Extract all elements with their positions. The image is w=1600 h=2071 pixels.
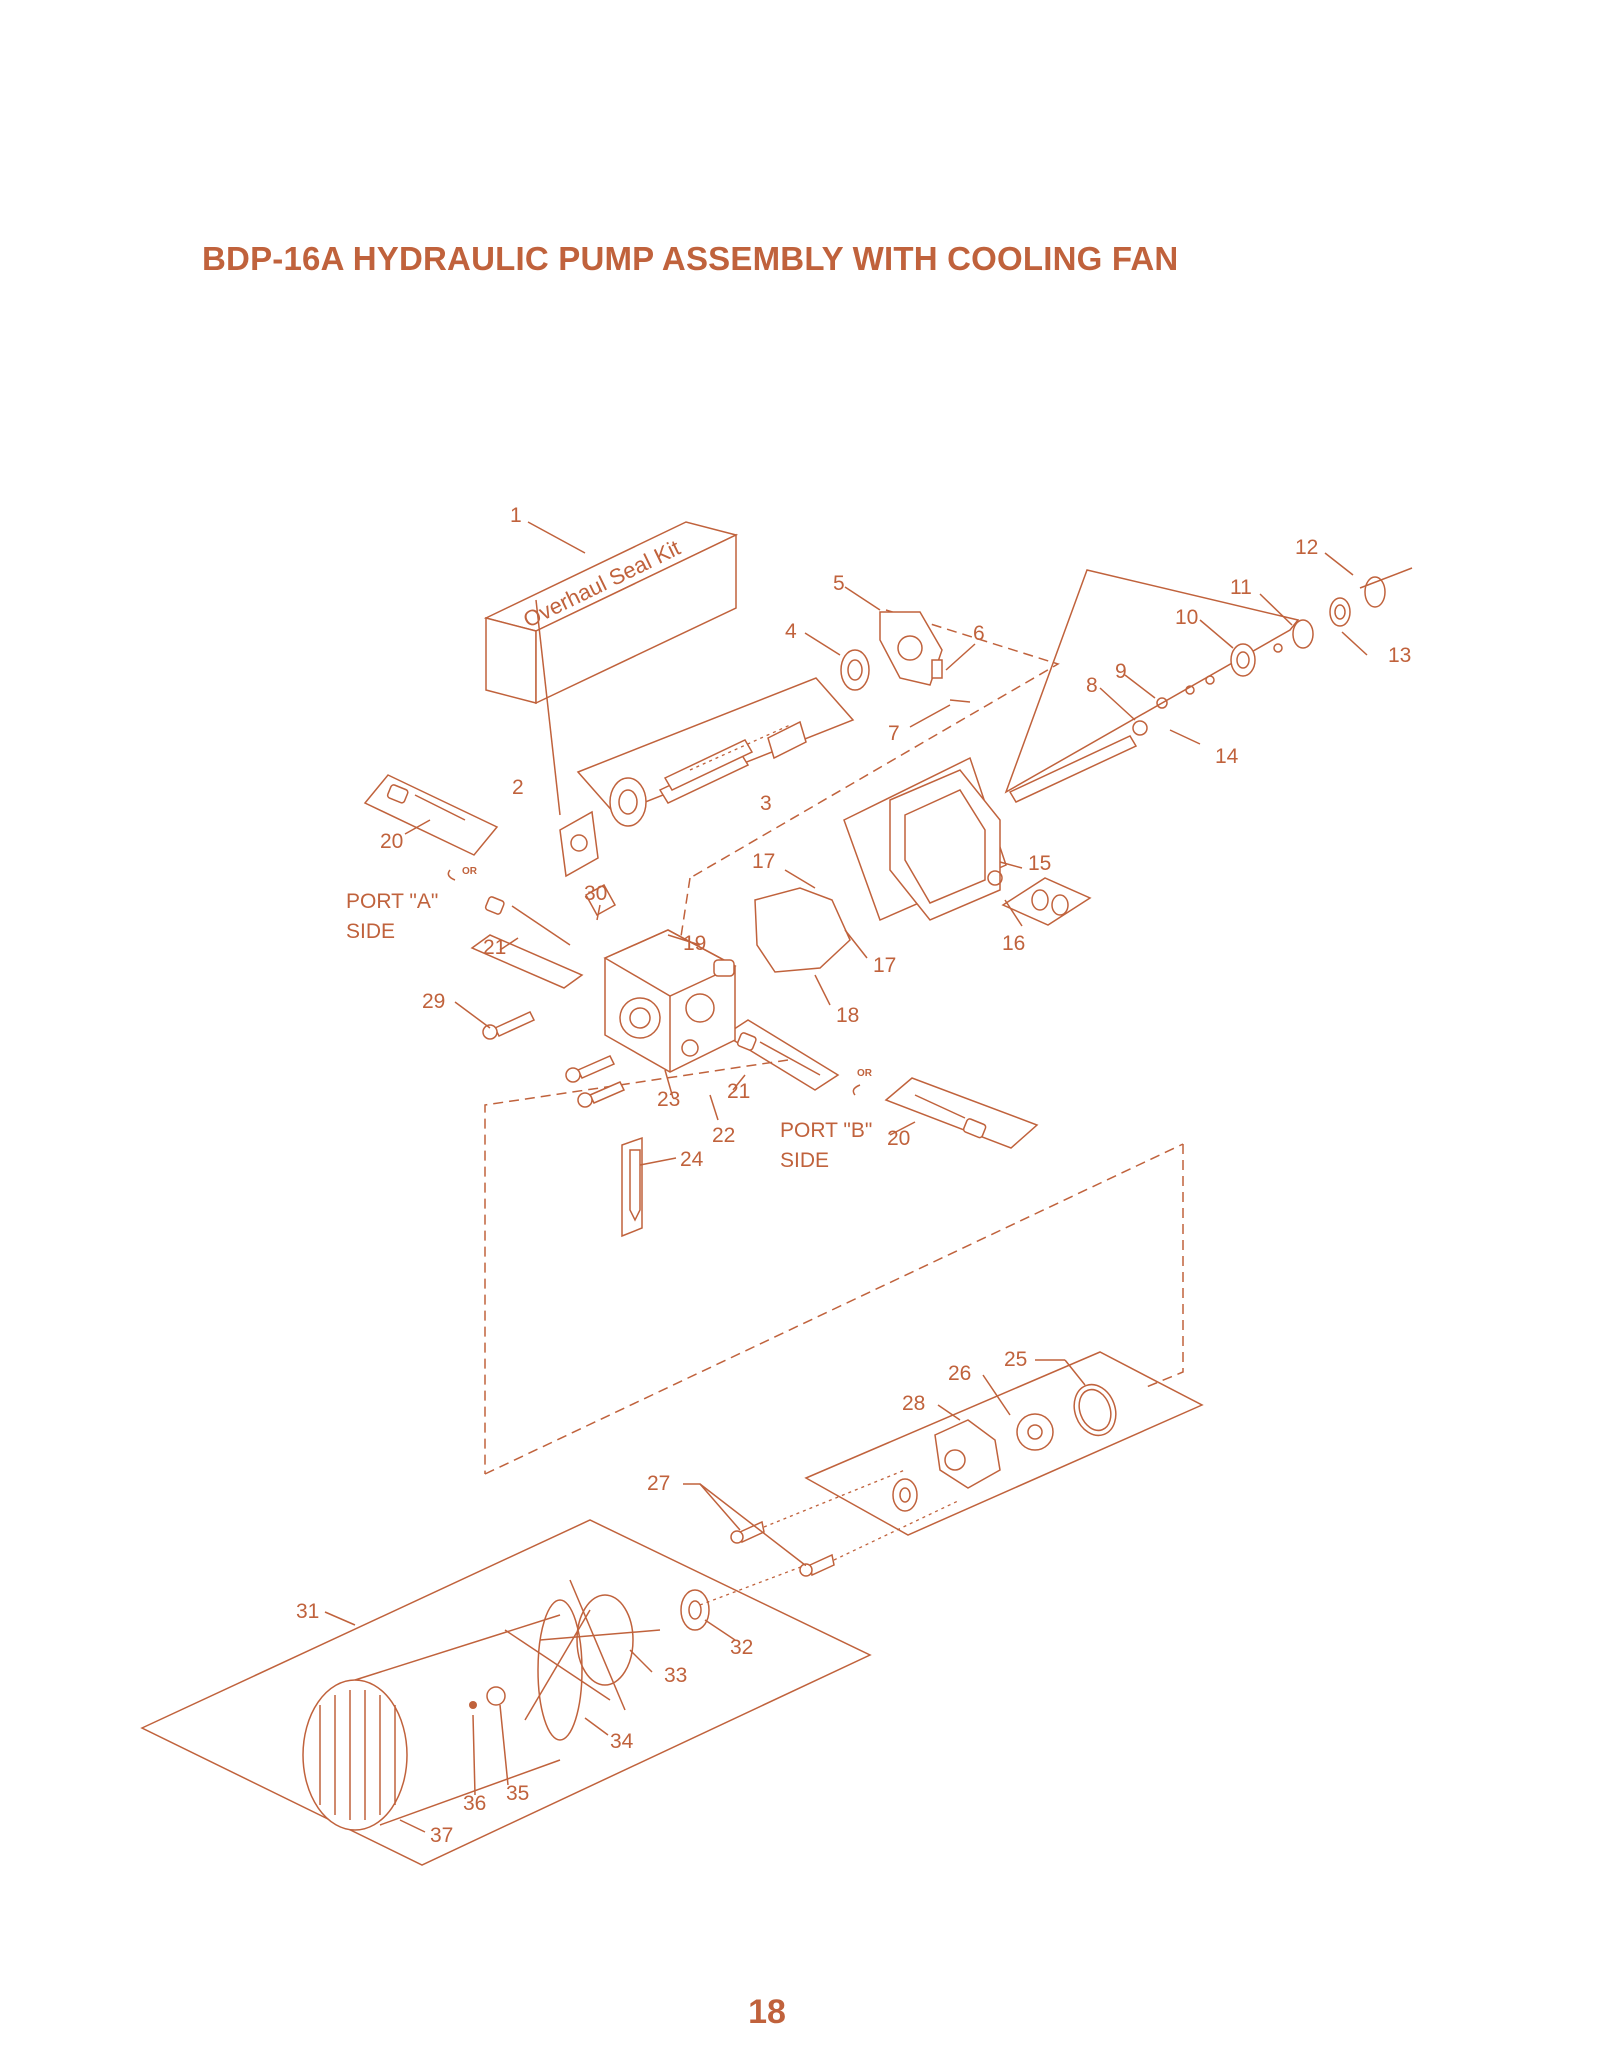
callout-1: 1 <box>510 504 522 527</box>
callout-17-lower: 17 <box>873 954 896 977</box>
callout-21-lower: 21 <box>727 1080 750 1103</box>
callout-27: 27 <box>647 1472 670 1495</box>
fan-group <box>302 1564 807 1831</box>
leader-lines <box>324 521 1368 1833</box>
gasket <box>754 887 851 973</box>
callout-12: 12 <box>1295 536 1318 559</box>
callout-26: 26 <box>948 1362 971 1385</box>
callout-17-upper: 17 <box>752 850 775 873</box>
callout-3: 3 <box>760 792 772 815</box>
seal-kit-box: Overhaul Seal Kit <box>483 521 739 705</box>
callout-19: 19 <box>683 932 706 955</box>
assembly-guide-lines <box>484 609 1184 1475</box>
callout-8: 8 <box>1086 674 1098 697</box>
drive-shaft <box>1008 567 1413 803</box>
port-b-label: PORT "B" <box>780 1119 872 1142</box>
callout-14: 14 <box>1215 745 1239 768</box>
end-cover <box>892 1383 1117 1512</box>
page-number: 18 <box>748 1993 786 2031</box>
shaft-seal <box>840 649 870 691</box>
callout-31: 31 <box>296 1600 319 1623</box>
callout-20-upper: 20 <box>380 830 403 853</box>
callout-20-lower: 20 <box>887 1127 910 1150</box>
callout-5: 5 <box>833 572 845 595</box>
port-a-side-label: SIDE <box>346 920 395 943</box>
or-label-a: OR <box>462 866 478 877</box>
callout-21-upper: 21 <box>483 936 506 959</box>
callout-36: 36 <box>463 1792 486 1815</box>
callout-18: 18 <box>836 1004 859 1027</box>
callout-32: 32 <box>730 1636 753 1659</box>
front-housing <box>889 769 1069 921</box>
port-b-side-label: SIDE <box>780 1149 829 1172</box>
callout-7: 7 <box>888 722 900 745</box>
mounting-bolts <box>730 1469 961 1577</box>
bolts <box>482 1011 626 1108</box>
callout-30: 30 <box>584 882 607 905</box>
callout-9: 9 <box>1115 660 1127 683</box>
callout-4: 4 <box>785 620 797 643</box>
callout-24: 24 <box>680 1148 704 1171</box>
or-label-b: OR <box>857 1068 873 1079</box>
callout-numbers: 1 2 3 4 5 6 7 8 9 10 11 12 13 14 15 16 1… <box>296 504 1411 1847</box>
callout-35: 35 <box>506 1782 529 1805</box>
callout-25: 25 <box>1004 1348 1027 1371</box>
page-title: BDP-16A HYDRAULIC PUMP ASSEMBLY WITH COO… <box>202 240 1179 277</box>
pump-housing <box>603 929 737 1073</box>
fittings <box>386 784 987 1222</box>
callout-33: 33 <box>664 1664 687 1687</box>
callout-10: 10 <box>1175 606 1198 629</box>
callout-16: 16 <box>1002 932 1025 955</box>
callout-23: 23 <box>657 1088 680 1111</box>
swashplate <box>879 611 971 703</box>
callout-34: 34 <box>610 1730 634 1753</box>
callout-2: 2 <box>512 776 524 799</box>
port-notes: PORT "A" SIDE OR PORT "B" SIDE OR <box>346 866 873 1172</box>
callout-13: 13 <box>1388 644 1411 667</box>
callout-15: 15 <box>1028 852 1051 875</box>
callout-29: 29 <box>422 990 445 1013</box>
valve-plate <box>559 810 599 878</box>
callout-37: 37 <box>430 1824 453 1847</box>
callout-11: 11 <box>1230 576 1252 599</box>
callout-28: 28 <box>902 1392 925 1415</box>
callout-6: 6 <box>973 622 985 645</box>
port-a-label: PORT "A" <box>346 890 438 913</box>
callout-22: 22 <box>712 1124 735 1147</box>
rotating-group <box>609 720 807 827</box>
